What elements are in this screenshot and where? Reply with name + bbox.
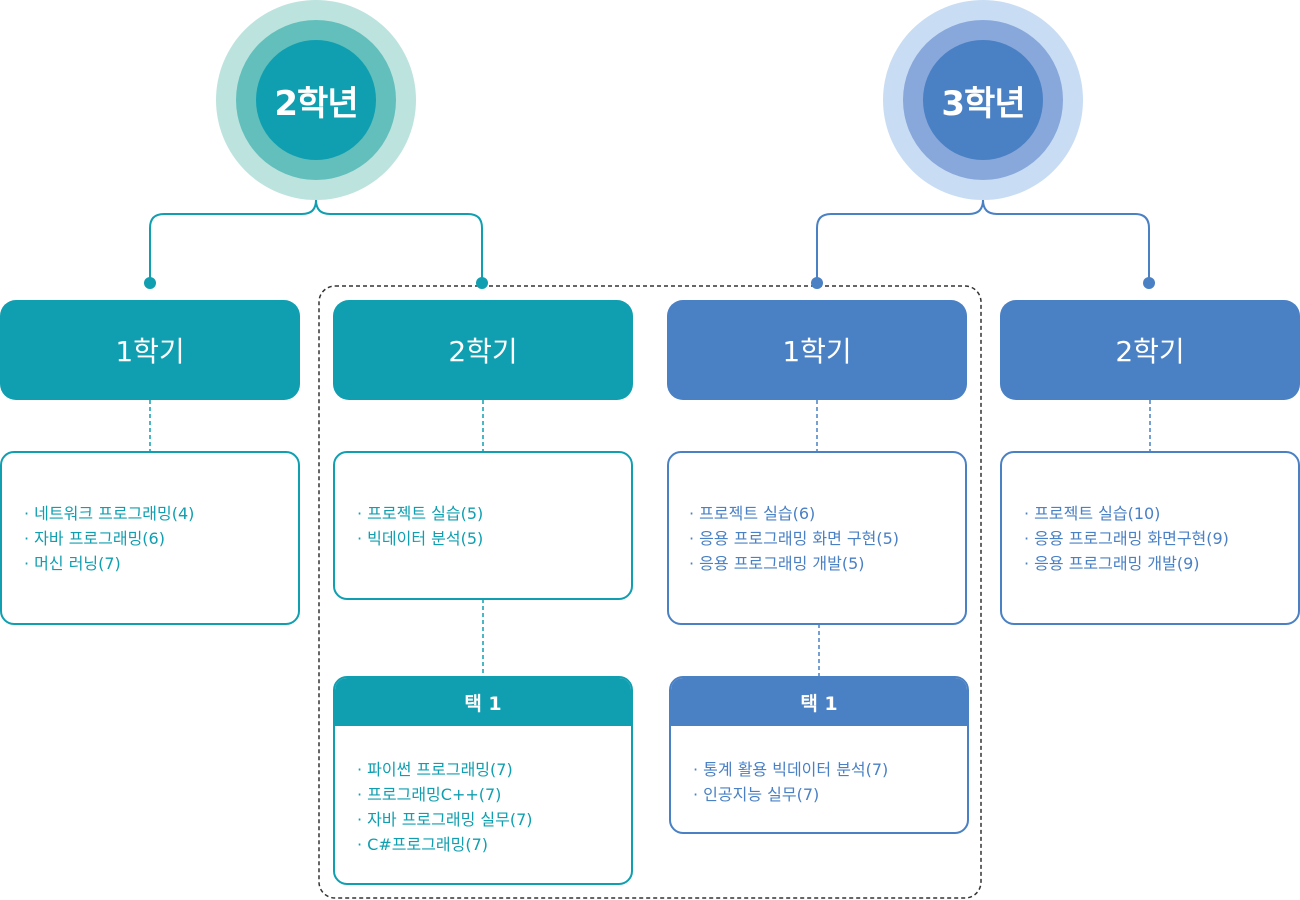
course-item: 프로젝트 실습(10) bbox=[1024, 501, 1229, 526]
course-item: 자바 프로그래밍(6) bbox=[24, 526, 194, 551]
year2-sem1-courses: 네트워크 프로그래밍(4) 자바 프로그래밍(6) 머신 러닝(7) bbox=[0, 451, 300, 625]
course-list: 프로젝트 실습(6) 응용 프로그래밍 화면 구현(5) 응용 프로그래밍 개발… bbox=[669, 501, 899, 576]
course-list: 프로젝트 실습(10) 응용 프로그래밍 화면구현(9) 응용 프로그래밍 개발… bbox=[1002, 501, 1229, 576]
course-item: 프로젝트 실습(6) bbox=[689, 501, 899, 526]
year2-sem2-dot bbox=[476, 277, 488, 289]
year3-sem1-header: 1학기 bbox=[667, 300, 967, 400]
course-item: 프로그래밍C++(7) bbox=[357, 782, 631, 807]
year2-badge: 2학년 bbox=[256, 40, 376, 160]
year3-sem1-elective: 택 1 통계 활용 빅데이터 분석(7) 인공지능 실무(7) bbox=[669, 676, 969, 834]
year3-sem2-dot bbox=[1143, 277, 1155, 289]
course-item: 인공지능 실무(7) bbox=[693, 782, 967, 807]
year3-sem2-header: 2학기 bbox=[1000, 300, 1300, 400]
year3-badge: 3학년 bbox=[923, 40, 1043, 160]
course-list: 프로젝트 실습(5) 빅데이터 분석(5) bbox=[335, 501, 483, 551]
course-item: 응용 프로그래밍 개발(9) bbox=[1024, 551, 1229, 576]
year3-connector bbox=[816, 160, 1150, 283]
course-item: 응용 프로그래밍 화면구현(9) bbox=[1024, 526, 1229, 551]
course-item: 빅데이터 분석(5) bbox=[357, 526, 483, 551]
course-item: C#프로그래밍(7) bbox=[357, 832, 631, 857]
course-item: 응용 프로그래밍 개발(5) bbox=[689, 551, 899, 576]
course-item: 응용 프로그래밍 화면 구현(5) bbox=[689, 526, 899, 551]
course-list: 통계 활용 빅데이터 분석(7) 인공지능 실무(7) bbox=[671, 757, 967, 807]
course-item: 자바 프로그래밍 실무(7) bbox=[357, 807, 631, 832]
course-item: 통계 활용 빅데이터 분석(7) bbox=[693, 757, 967, 782]
year2-sem2-courses: 프로젝트 실습(5) 빅데이터 분석(5) bbox=[333, 451, 633, 600]
course-list: 네트워크 프로그래밍(4) 자바 프로그래밍(6) 머신 러닝(7) bbox=[2, 501, 194, 576]
course-item: 네트워크 프로그래밍(4) bbox=[24, 501, 194, 526]
elective-group-frame bbox=[318, 285, 982, 899]
year2-sem1-header: 1학기 bbox=[0, 300, 300, 400]
year3-sem2-courses: 프로젝트 실습(10) 응용 프로그래밍 화면구현(9) 응용 프로그래밍 개발… bbox=[1000, 451, 1300, 625]
year2-sem2-header: 2학기 bbox=[333, 300, 633, 400]
course-list: 파이썬 프로그래밍(7) 프로그래밍C++(7) 자바 프로그래밍 실무(7) … bbox=[335, 757, 631, 857]
year3-sem1-courses: 프로젝트 실습(6) 응용 프로그래밍 화면 구현(5) 응용 프로그래밍 개발… bbox=[667, 451, 967, 625]
year3-sem1-dot bbox=[811, 277, 823, 289]
year2-sem2-elective: 택 1 파이썬 프로그래밍(7) 프로그래밍C++(7) 자바 프로그래밍 실무… bbox=[333, 676, 633, 885]
course-item: 머신 러닝(7) bbox=[24, 551, 194, 576]
year2-connector bbox=[149, 160, 483, 283]
elective-header: 택 1 bbox=[335, 678, 631, 726]
elective-header: 택 1 bbox=[671, 678, 967, 726]
course-item: 파이썬 프로그래밍(7) bbox=[357, 757, 631, 782]
course-item: 프로젝트 실습(5) bbox=[357, 501, 483, 526]
year2-sem1-dot bbox=[144, 277, 156, 289]
